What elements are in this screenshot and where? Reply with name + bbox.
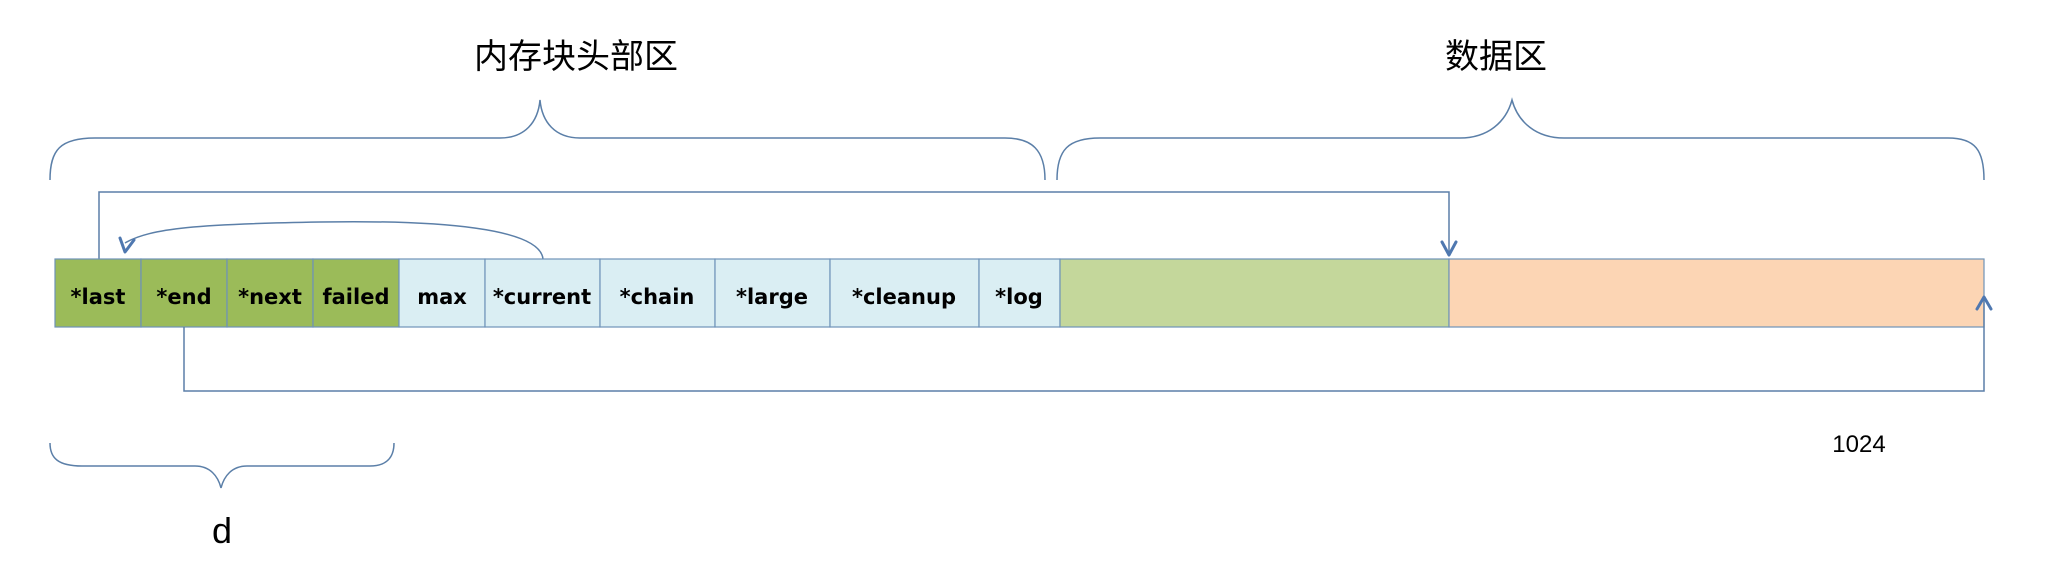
header-cells: *last *end *next failed max *current *ch… [54, 258, 1061, 328]
data-free-block [1448, 258, 1985, 328]
d-label: d [212, 510, 232, 551]
last-pointer-line [98, 191, 1450, 259]
current-pointer-arrowhead [118, 236, 136, 254]
cell-next: *next [226, 258, 314, 328]
svg-text:max: max [417, 285, 467, 309]
svg-text:*cleanup: *cleanup [852, 285, 956, 309]
svg-text:*chain: *chain [620, 285, 695, 309]
cell-max: max [398, 258, 486, 328]
svg-text:*large: *large [736, 285, 808, 309]
current-pointer-curve [124, 220, 544, 260]
cell-current: *current [484, 258, 601, 328]
header-region-label: 内存块头部区 [474, 37, 678, 77]
cell-chain: *chain [599, 258, 716, 328]
data-region-label: 数据区 [1445, 37, 1547, 77]
svg-text:*next: *next [238, 285, 302, 309]
svg-text:*current: *current [493, 285, 591, 309]
cell-log: *log [978, 258, 1061, 328]
end-pointer-line [183, 298, 1985, 392]
cell-large: *large [714, 258, 831, 328]
cell-last: *last [54, 258, 142, 328]
svg-text:*log: *log [995, 285, 1043, 309]
svg-text:*end: *end [156, 285, 211, 309]
header-region-brace [49, 99, 1046, 181]
last-pointer-arrowhead [1440, 240, 1458, 257]
svg-text:failed: failed [323, 285, 390, 309]
data-region-brace [1056, 97, 1985, 181]
data-used-block [1059, 258, 1450, 328]
cell-failed: failed [312, 258, 400, 328]
block-size-label: 1024 [1832, 431, 1885, 458]
d-brace [49, 442, 395, 489]
cell-end: *end [140, 258, 228, 328]
cell-cleanup: *cleanup [829, 258, 980, 328]
end-pointer-arrowhead [1975, 295, 1993, 311]
svg-text:*last: *last [71, 285, 126, 309]
